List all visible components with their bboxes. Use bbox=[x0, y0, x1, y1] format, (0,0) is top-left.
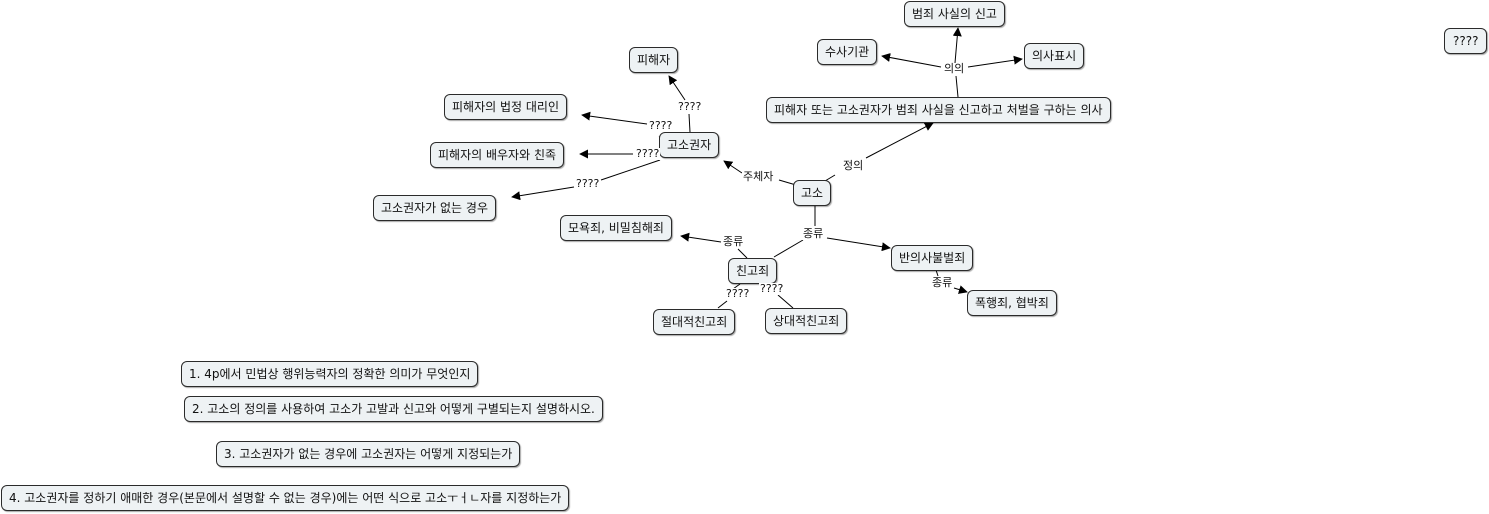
edge-baneui-kind-tail bbox=[935, 269, 939, 277]
edge-chingo-kind-arrow bbox=[680, 232, 722, 243]
node-definition[interactable]: 피해자 또는 고소권자가 범죄 사실을 신고하고 처벌을 구하는 의사 bbox=[766, 97, 1111, 123]
edge-victim-tail bbox=[688, 113, 691, 133]
question-2[interactable]: 2. 고소의 정의를 사용하여 고소가 고발과 신고와 어떻게 구별되는지 설명… bbox=[184, 396, 603, 422]
label-subject: 주체자 bbox=[742, 170, 775, 183]
edge-kind-baneui bbox=[826, 237, 891, 252]
node-intent[interactable]: 의사표시 bbox=[1024, 43, 1085, 69]
question-4[interactable]: 4. 고소권자를 정하기 애매한 경우(본문에서 설명할 수 없는 경우)에는 … bbox=[1, 485, 570, 511]
edge-rel bbox=[777, 294, 794, 309]
label-q-none: ???? bbox=[575, 177, 601, 190]
node-goso[interactable]: 고소 bbox=[793, 180, 832, 206]
label-q-spouse: ???? bbox=[635, 147, 661, 160]
question-1[interactable]: 1. 4p에서 민법상 행위능력자의 정확한 의미가 무엇인지 bbox=[181, 361, 479, 387]
node-unknown-topright[interactable]: ???? bbox=[1444, 28, 1488, 54]
label-kind-main: 종류 bbox=[802, 227, 825, 240]
question-3[interactable]: 3. 고소권자가 없는 경우에 고소권자는 어떻게 지정되는가 bbox=[216, 441, 521, 467]
node-gosokwonja[interactable]: 고소권자 bbox=[659, 132, 720, 158]
edge-abs bbox=[717, 300, 728, 309]
edge-meaning-intent bbox=[967, 55, 1023, 68]
label-definition: 정의 bbox=[842, 159, 865, 172]
node-spouse-relatives[interactable]: 피해자의 배우자와 친족 bbox=[430, 142, 565, 168]
node-absolute[interactable]: 절대적친고죄 bbox=[653, 309, 736, 335]
edge-chingo-kind-tail bbox=[737, 248, 748, 259]
label-kind-chingo: 종류 bbox=[722, 235, 745, 248]
label-q-legal: ???? bbox=[648, 119, 674, 132]
node-assault[interactable]: 폭행죄, 협박죄 bbox=[967, 290, 1057, 316]
node-victim[interactable]: 피해자 bbox=[629, 47, 679, 73]
node-relative[interactable]: 상대적친고죄 bbox=[765, 308, 848, 334]
edge-def-arrow bbox=[865, 122, 934, 159]
edge-none-tail bbox=[600, 159, 661, 181]
label-q-victim: ???? bbox=[677, 100, 703, 113]
node-insult[interactable]: 모욕죄, 비밀침해죄 bbox=[560, 215, 672, 241]
node-report-crime[interactable]: 범죄 사실의 신고 bbox=[904, 1, 1005, 27]
edge-meaning-report bbox=[952, 27, 962, 64]
node-chingo[interactable]: 친고죄 bbox=[728, 258, 778, 284]
label-meaning: 의의 bbox=[943, 62, 966, 75]
node-baneui[interactable]: 반의사불벌죄 bbox=[891, 245, 974, 271]
edge-baneui-kind-arrow bbox=[953, 285, 968, 294]
edge-meaning-tail bbox=[955, 75, 959, 98]
edge-meaning-invest bbox=[881, 53, 942, 68]
edge-subject-arrow bbox=[723, 160, 743, 174]
label-kind-baneui: 종류 bbox=[931, 276, 954, 289]
edge-none-arrow bbox=[511, 186, 575, 201]
node-legal-rep[interactable]: 피해자의 법정 대리인 bbox=[444, 94, 567, 120]
label-q-relative: ???? bbox=[759, 282, 785, 295]
node-no-complainant[interactable]: 고소권자가 없는 경우 bbox=[373, 195, 496, 221]
edge-victim-arrow bbox=[668, 75, 686, 101]
label-q-absolute: ???? bbox=[725, 287, 751, 300]
edge-kind-chingo bbox=[773, 239, 804, 258]
node-investigative[interactable]: 수사기관 bbox=[817, 39, 878, 65]
edge-legal-arrow bbox=[581, 111, 648, 125]
